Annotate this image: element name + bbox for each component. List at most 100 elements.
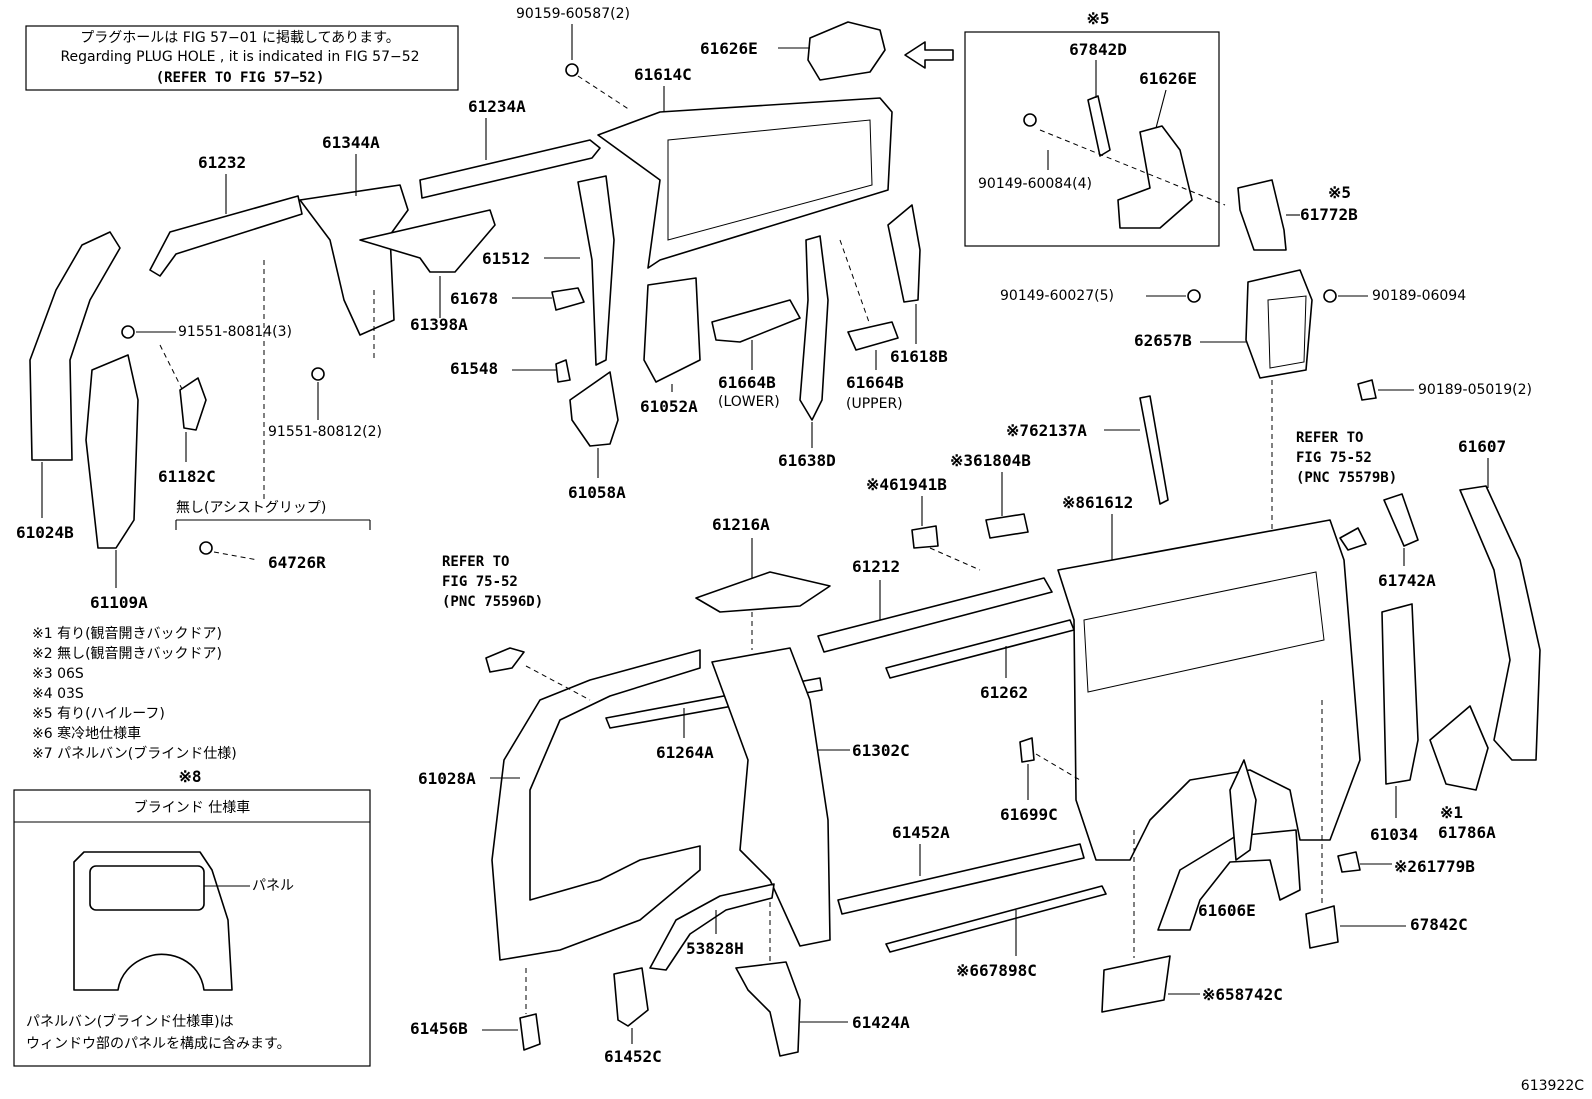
part-61216A-roof-side-front — [695, 571, 831, 613]
label-upper: (UPPER) — [846, 396, 903, 412]
inset5-bolt-icon — [1023, 113, 1037, 127]
part-67898C — [885, 885, 1107, 953]
label-61804B: ※361804B — [950, 451, 1031, 470]
notice-line-2: Regarding PLUG HOLE , it is indicated in… — [60, 49, 419, 65]
part-61804B — [985, 513, 1029, 539]
label-61742A: 61742A — [1378, 571, 1436, 590]
part-61302C-center-pillar-lower — [711, 647, 831, 947]
label-61941B: ※461941B — [866, 475, 947, 494]
ref2-line-1: REFER TO — [1296, 430, 1363, 446]
inset8-title: ブラインド 仕様車 — [134, 799, 250, 816]
label-61678: 61678 — [450, 289, 498, 308]
part-61664B-lower — [711, 299, 801, 343]
label-61182C: 61182C — [158, 467, 216, 486]
notice-line-1: プラグホールは FIG 57−01 に掲載してあります。 — [80, 30, 400, 46]
legend-item-4: ※4 03S — [32, 686, 84, 702]
label-lower: (LOWER) — [718, 394, 780, 410]
label-61626E: 61626E — [700, 39, 758, 58]
part-61548-clip — [555, 359, 571, 383]
ref1-part — [485, 647, 525, 673]
label-61302C: 61302C — [852, 741, 910, 760]
inset5-label-61626E: 61626E — [1139, 69, 1197, 88]
label-61058A: 61058A — [568, 483, 626, 502]
part-61941B — [911, 525, 939, 549]
label-61786A: 61786A — [1438, 823, 1496, 842]
legend-item-7: ※7 パネルバン(ブラインド仕様) — [32, 745, 237, 762]
inset8-footnote-1: パネルバン(ブラインド仕様車)は — [26, 1013, 234, 1030]
part-61109A-pillar-inner — [85, 354, 139, 549]
label-61216A: 61216A — [712, 515, 770, 534]
label-61618B: 61618B — [890, 347, 948, 366]
label-90159-60587: 90159-60587(2) — [516, 6, 630, 22]
bolt-90149-60027-icon — [1187, 289, 1201, 303]
part-61344A-center-pillar-upper — [299, 184, 409, 336]
label-61638D: 61638D — [778, 451, 836, 470]
part-61664B-upper — [847, 321, 899, 351]
label-61452C: 61452C — [604, 1047, 662, 1066]
label-assist-grip: 無し(アシストグリップ) — [176, 500, 326, 516]
label-61772B-mark: ※5 — [1328, 183, 1351, 202]
label-61456B: 61456B — [410, 1019, 468, 1038]
label-61607: 61607 — [1458, 437, 1506, 456]
inset8-panel-label: パネル — [252, 878, 294, 894]
inset8-footnote-2: ウィンドウ部のパネルを構成に含みます。 — [26, 1036, 291, 1052]
part-61452C — [613, 967, 649, 1027]
ref1-line-3: (PNC 75596D) — [442, 594, 543, 610]
label-61398A: 61398A — [410, 315, 468, 334]
nut-90189-06094-icon — [1323, 289, 1337, 303]
inset5-label-67842D: 67842D — [1069, 40, 1127, 59]
part-62657B-box — [1245, 269, 1313, 379]
part-67842C-fuel-lid — [1305, 905, 1339, 949]
legend-item-6: ※6 寒冷地仕様車 — [32, 725, 141, 742]
inset-high-roof: ※5 67842D 61626E 90149-60084(4) — [964, 9, 1226, 247]
part-61618B-panel — [887, 204, 921, 303]
label-61548: 61548 — [450, 359, 498, 378]
part-61034-inner-pillar — [1381, 603, 1419, 785]
label-53828H: 53828H — [686, 939, 744, 958]
label-62137A: ※762137A — [1006, 421, 1087, 440]
inset5-mark: ※5 — [1086, 9, 1109, 28]
label-61614C: 61614C — [634, 65, 692, 84]
nut-90189-05019-icon — [1357, 379, 1377, 401]
part-61772B-panel — [1237, 179, 1287, 251]
part-61614C-quarter-window-frame — [597, 97, 893, 269]
label-61028A: 61028A — [418, 769, 476, 788]
label-61232: 61232 — [198, 153, 246, 172]
part-61606E-wheelhouse — [1157, 829, 1301, 931]
part-62137A-garnish — [1139, 395, 1169, 505]
ref1-line-2: FIG 75-52 — [442, 574, 518, 590]
bolt-90159-icon — [565, 63, 579, 77]
part-61452A-rocker — [837, 843, 1085, 915]
arrow-left-icon — [904, 41, 954, 69]
label-90189-05019: 90189-05019(2) — [1418, 382, 1532, 398]
label-61212: 61212 — [852, 557, 900, 576]
label-61262: 61262 — [980, 683, 1028, 702]
legend-item-2: ※2 無し(観音開きバックドア) — [32, 645, 222, 662]
bolt-91551-80814-icon — [121, 325, 135, 339]
part-61052A-bracket — [643, 277, 701, 383]
label-67842C: 67842C — [1410, 915, 1468, 934]
part-61786A — [1429, 705, 1489, 791]
label-91551-80814: 91551-80814(3) — [178, 324, 292, 340]
label-61052A: 61052A — [640, 397, 698, 416]
part-61024B-front-pillar — [29, 231, 121, 461]
part-61232-rail — [149, 195, 303, 277]
label-61034: 61034 — [1370, 825, 1418, 844]
label-61699C: 61699C — [1000, 805, 1058, 824]
label-61779B: ※261779B — [1394, 857, 1475, 876]
notice-line-3: (REFER TO FIG 57−52) — [156, 70, 325, 86]
inset5-label-bolt: 90149-60084(4) — [978, 176, 1092, 192]
notice-box: プラグホールは FIG 57−01 に掲載してあります。 Regarding P… — [25, 25, 459, 91]
label-91551-80812: 91551-80812(2) — [268, 424, 382, 440]
part-61626E — [807, 21, 886, 81]
part-61742A — [1383, 493, 1419, 547]
label-64726R: 64726R — [268, 553, 326, 572]
inset8-mark: ※8 — [178, 767, 201, 786]
label-61109A: 61109A — [90, 593, 148, 612]
ref1-line-1: REFER TO — [442, 554, 509, 570]
label-90189-06094: 90189-06094 — [1372, 288, 1466, 304]
label-61664B-upper: 61664B — [846, 373, 904, 392]
clip-64726R-icon — [199, 541, 213, 555]
part-61234A-roof-rail — [419, 139, 601, 199]
inset5-panel-61626E — [1117, 125, 1193, 229]
